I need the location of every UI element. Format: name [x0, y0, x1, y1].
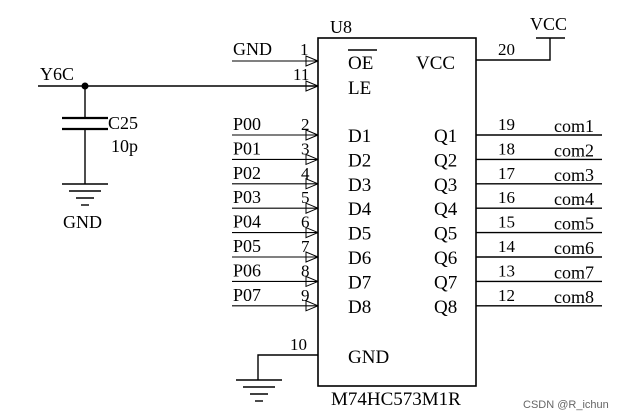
- input-arrow: [305, 129, 319, 141]
- input-pin-number: 9: [301, 286, 310, 305]
- chip-body: [317, 37, 477, 387]
- cap-ground-symbol: [62, 183, 108, 206]
- input-pin-name: D6: [348, 248, 371, 269]
- pin-name-oe: OE: [348, 53, 373, 74]
- output-net-label: com2: [554, 140, 594, 160]
- output-pin-name: Q6: [434, 248, 457, 269]
- input-pin-name: D1: [348, 126, 371, 147]
- input-pin-name: D7: [348, 272, 371, 293]
- input-pin-number: 2: [301, 115, 310, 134]
- output-pin-number: 17: [498, 164, 516, 183]
- vcc-net-label: VCC: [530, 14, 567, 34]
- input-net-label: P01: [233, 138, 261, 158]
- input-pin-number: 6: [301, 213, 310, 232]
- pin-number-oe: 1: [300, 40, 309, 59]
- chip-ground-symbol: [236, 379, 282, 402]
- input-pin-name: D5: [348, 224, 371, 245]
- output-net-label: com4: [554, 189, 594, 209]
- input-net-label: P03: [233, 187, 261, 207]
- output-pin-number: 18: [498, 139, 515, 158]
- output-net-label: com8: [554, 287, 594, 307]
- output-pin-name: Q5: [434, 224, 457, 245]
- le-arrow: [305, 80, 319, 92]
- output-pin-name: Q4: [434, 199, 458, 220]
- chip-part-number: M74HC573M1R: [331, 389, 461, 410]
- input-arrow: [305, 251, 319, 263]
- output-pin-number: 13: [498, 261, 515, 280]
- input-net-label: P04: [233, 212, 261, 232]
- input-arrow: [305, 300, 319, 312]
- output-pin-name: Q7: [434, 272, 457, 293]
- chip-ref: U8: [330, 17, 352, 37]
- output-net-label: com7: [554, 262, 594, 282]
- pin-number-vcc: 20: [498, 40, 515, 59]
- input-arrow: [305, 275, 319, 288]
- output-net-label: com3: [554, 165, 594, 185]
- cap-value: 10p: [111, 136, 138, 156]
- output-net-label: com6: [554, 238, 594, 258]
- output-pin-number: 15: [498, 213, 515, 232]
- oe-net-label: GND: [233, 39, 272, 59]
- output-pin-number: 14: [498, 237, 516, 256]
- output-net-label: com5: [554, 214, 594, 234]
- input-arrow: [305, 178, 319, 190]
- cap-ref: C25: [108, 113, 138, 133]
- input-arrow: [305, 153, 319, 166]
- input-pin-name: D8: [348, 297, 371, 318]
- pin-number-le: 11: [293, 65, 309, 84]
- le-net-label: Y6C: [40, 64, 74, 84]
- input-pin-number: 3: [301, 139, 310, 158]
- input-pin-number: 5: [301, 188, 310, 207]
- output-pin-number: 12: [498, 286, 515, 305]
- input-net-label: P02: [233, 163, 261, 183]
- output-pin-number: 16: [498, 188, 515, 207]
- output-pin-number: 19: [498, 115, 515, 134]
- pin-name-gnd: GND: [348, 347, 389, 368]
- input-pin-name: D4: [348, 199, 372, 220]
- watermark: CSDN @R_ichun: [523, 399, 609, 411]
- input-arrow: [305, 202, 319, 214]
- input-net-label: P00: [233, 114, 261, 134]
- gnd-wire: [257, 354, 318, 380]
- output-pin-name: Q3: [434, 175, 457, 196]
- pin-name-vcc: VCC: [416, 53, 455, 74]
- input-net-label: P06: [233, 260, 261, 280]
- input-pin-number: 4: [301, 164, 310, 183]
- output-net-label: com1: [554, 116, 594, 136]
- output-pin-name: Q8: [434, 297, 457, 318]
- pin-number-gnd: 10: [290, 335, 307, 354]
- input-pin-number: 7: [301, 237, 310, 256]
- vcc-wire: [476, 38, 551, 61]
- pin-name-le: LE: [348, 78, 371, 99]
- output-pin-name: Q1: [434, 126, 457, 147]
- input-net-label: P05: [233, 236, 261, 256]
- oe-arrow: [305, 55, 319, 67]
- input-net-label: P07: [233, 285, 261, 305]
- input-pin-name: D2: [348, 150, 371, 171]
- input-pin-name: D3: [348, 175, 371, 196]
- cap-gnd-label: GND: [63, 212, 102, 232]
- input-pin-number: 8: [301, 261, 310, 280]
- input-arrow: [305, 226, 319, 239]
- output-pin-name: Q2: [434, 150, 457, 171]
